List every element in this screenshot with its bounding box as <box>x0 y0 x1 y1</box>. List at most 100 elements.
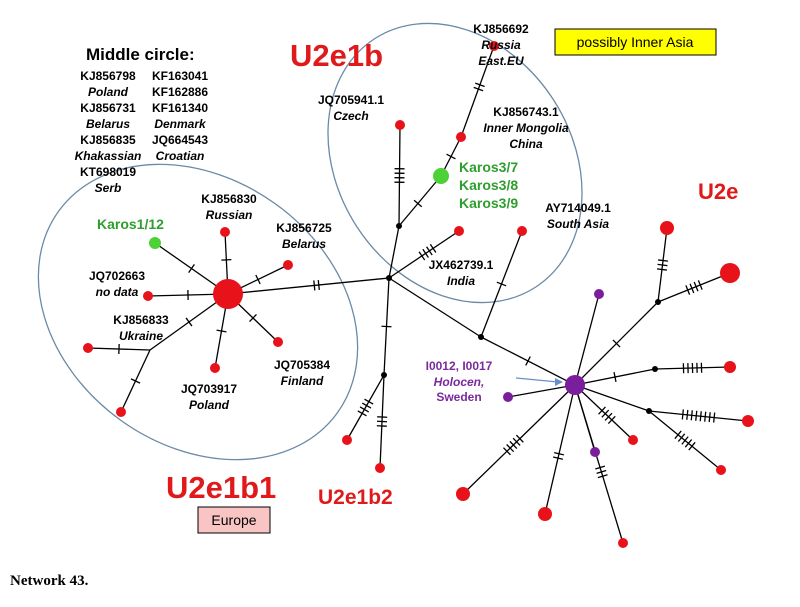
haplogroup-u2e1b: U2e1b <box>290 38 383 73</box>
mutation-mark <box>186 318 192 326</box>
label-jq705941-1: Czech <box>333 109 368 123</box>
mc-col1-5: Khakassian <box>75 149 142 163</box>
mc-col2-5: Croatian <box>156 149 205 163</box>
label-ay714049-1: South Asia <box>547 217 610 231</box>
edge <box>347 375 384 440</box>
node <box>210 363 220 373</box>
label-kj856743-0: KJ856743.1 <box>493 105 559 119</box>
middle-circle-block: Middle circle: KJ856798 Poland KJ856731 … <box>75 45 209 195</box>
node <box>116 407 126 417</box>
holocene-label-0: I0012, I0017 <box>426 359 493 373</box>
inner-asia-box: possibly Inner Asia <box>555 29 716 55</box>
holocene-label-1: Holocen, <box>434 375 485 389</box>
node-junction <box>652 366 658 372</box>
node <box>456 132 466 142</box>
label-kj856743-1: Inner Mongolia <box>483 121 569 135</box>
mc-col1-3: Belarus <box>86 117 130 131</box>
edge <box>228 278 389 294</box>
mutation-mark <box>714 413 715 423</box>
edge <box>399 125 400 226</box>
label-kj856833-1: Ukraine <box>119 329 163 343</box>
node-purple <box>503 392 513 402</box>
mutation-mark <box>687 410 688 420</box>
label-jq703917-0: JQ703917 <box>181 382 237 396</box>
node <box>660 221 674 235</box>
mc-col1-2: KJ856731 <box>80 101 136 115</box>
node <box>618 538 628 548</box>
node-junction <box>386 275 392 281</box>
label-jq705384-0: JQ705384 <box>274 358 330 372</box>
label-kj856743-2: China <box>509 137 543 151</box>
holocene-arrow <box>516 378 558 382</box>
label-jx462739-0: JX462739.1 <box>429 258 494 272</box>
mutation-mark <box>658 264 668 265</box>
label-kj856725-1: Belarus <box>282 237 326 251</box>
figure-caption: Network 43. <box>10 573 89 589</box>
node <box>517 226 527 236</box>
mc-col1-4: KJ856835 <box>80 133 136 147</box>
karos3-label-1: Karos3/8 <box>459 177 518 193</box>
node-junction <box>655 299 661 305</box>
mutation-mark <box>314 280 315 290</box>
edge <box>399 176 441 226</box>
label-jq703917-1: Poland <box>189 398 230 412</box>
node-junction <box>381 372 387 378</box>
mc-col2-3: Denmark <box>154 117 207 131</box>
mutation-mark <box>685 439 691 447</box>
node <box>143 291 153 301</box>
mutation-mark <box>217 330 227 332</box>
edge <box>658 273 730 302</box>
node <box>220 227 230 237</box>
mc-col1-6: KT698019 <box>80 165 136 179</box>
node <box>283 260 293 270</box>
edge <box>575 385 623 543</box>
edge <box>575 294 599 385</box>
node-purple <box>590 447 600 457</box>
inner-asia-label: possibly Inner Asia <box>577 34 694 50</box>
edge <box>389 226 399 278</box>
mutation-mark <box>696 411 697 421</box>
haplogroup-u2e: U2e <box>698 179 738 204</box>
label-kj856692-2: East.EU <box>478 54 524 68</box>
mc-col2-4: JQ664543 <box>152 133 208 147</box>
mutation-mark <box>526 357 531 366</box>
node-junction <box>396 223 402 229</box>
mutation-mark <box>700 411 701 421</box>
node <box>273 337 283 347</box>
edge <box>575 385 649 411</box>
node <box>395 120 405 130</box>
mutation-mark <box>691 410 692 420</box>
node-karos3 <box>433 168 449 184</box>
holocene-arrowhead <box>555 378 563 386</box>
node <box>716 465 726 475</box>
mutation-mark <box>362 403 371 408</box>
label-jq705941-0: JQ705941.1 <box>318 93 384 107</box>
mc-col1-7: Serb <box>95 181 122 195</box>
node <box>83 343 93 353</box>
label-kj856692-0: KJ856692 <box>473 22 529 36</box>
mc-col2-2: KF161340 <box>152 101 208 115</box>
mutation-mark <box>427 247 433 255</box>
node <box>720 263 740 283</box>
mutation-mark <box>189 264 195 272</box>
node <box>454 226 464 236</box>
node-junction <box>478 334 484 340</box>
mc-col1-0: KJ856798 <box>80 69 136 83</box>
label-kj856833-0: KJ856833 <box>113 313 169 327</box>
mutation-mark <box>678 434 684 442</box>
u2e1b1-cluster-ellipse <box>0 103 415 520</box>
mutation-mark <box>689 442 695 450</box>
node-u2e-center <box>565 375 585 395</box>
label-kj856830-0: KJ856830 <box>201 192 257 206</box>
label-ay714049-0: AY714049.1 <box>545 201 611 215</box>
mutation-mark <box>423 249 429 257</box>
node <box>342 435 352 445</box>
europe-label: Europe <box>211 512 256 528</box>
node-u2e1b1-center <box>213 279 243 309</box>
node-purple <box>594 289 604 299</box>
node <box>538 507 552 521</box>
middle-circle-title: Middle circle: <box>86 45 195 64</box>
mutation-mark <box>709 412 710 422</box>
haplogroup-u2e1b1: U2e1b1 <box>166 470 276 505</box>
mutation-mark <box>705 412 706 422</box>
